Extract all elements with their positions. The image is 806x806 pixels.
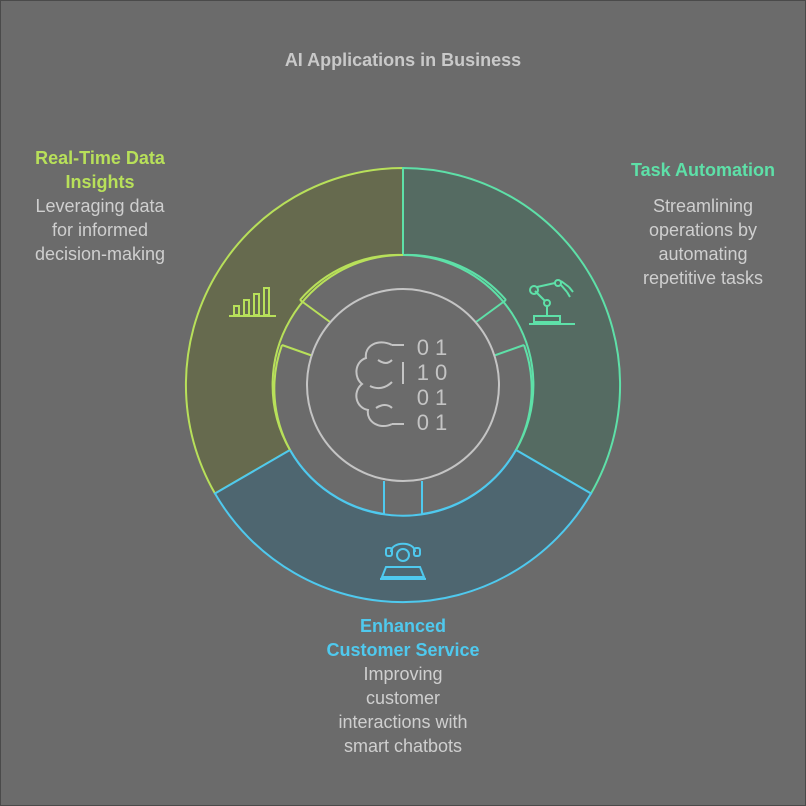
service-desc-line-1: Improving — [363, 664, 443, 684]
diagram-title: AI Applications in Business — [284, 50, 522, 70]
binary-row-4: 0 1 — [417, 410, 448, 435]
automation-title-line-1: Task Automation — [630, 160, 775, 180]
service-block: Enhanced Customer Service Improving cust… — [303, 614, 503, 758]
automation-desc-line-3: automating — [658, 244, 748, 264]
service-desc-line-2: customer — [365, 688, 441, 708]
inner-arc-service-2 — [421, 449, 517, 515]
bar-chart-icon — [229, 287, 276, 317]
automation-desc-line-4: repetitive tasks — [642, 268, 764, 288]
notch-service — [383, 481, 423, 514]
service-desc-line-3: interactions with — [338, 712, 468, 732]
service-title-line-2: Customer Service — [326, 640, 480, 660]
segment-automation — [402, 166, 621, 495]
insights-desc-line-2: for informed — [51, 220, 149, 240]
inner-arc-insights-2 — [273, 344, 291, 451]
insights-desc-line-1: Leveraging data — [35, 196, 165, 216]
inner-arc-insights — [299, 253, 404, 301]
insights-title-line-2: Insights — [65, 172, 135, 192]
binary-row-1: 0 1 — [417, 335, 448, 360]
brain-binary-icon — [355, 341, 404, 428]
service-title-line-1: Enhanced — [359, 616, 447, 636]
segment-insights — [185, 166, 404, 495]
insights-block: Real-Time Data Insights Leveraging data … — [10, 146, 190, 266]
center-circle — [306, 288, 500, 482]
support-agent-icon — [380, 542, 426, 580]
notch-automation — [475, 299, 525, 357]
insights-desc-line-3: decision-making — [34, 244, 166, 264]
notch-insights — [281, 299, 331, 357]
automation-desc-line-1: Streamlining — [652, 196, 754, 216]
binary-row-3: 0 1 — [417, 385, 448, 410]
inner-arc-automation — [402, 253, 507, 301]
robot-arm-icon — [529, 279, 575, 325]
inner-arc-automation-2 — [515, 344, 533, 451]
inner-arc-service — [289, 449, 385, 515]
service-desc-line-4: smart chatbots — [343, 736, 463, 756]
automation-block: Task Automation Streamlining operations … — [610, 158, 796, 290]
automation-desc-line-2: operations by — [648, 220, 758, 240]
binary-row-2: 1 0 — [417, 360, 448, 385]
insights-title-line-1: Real-Time Data — [35, 148, 165, 168]
